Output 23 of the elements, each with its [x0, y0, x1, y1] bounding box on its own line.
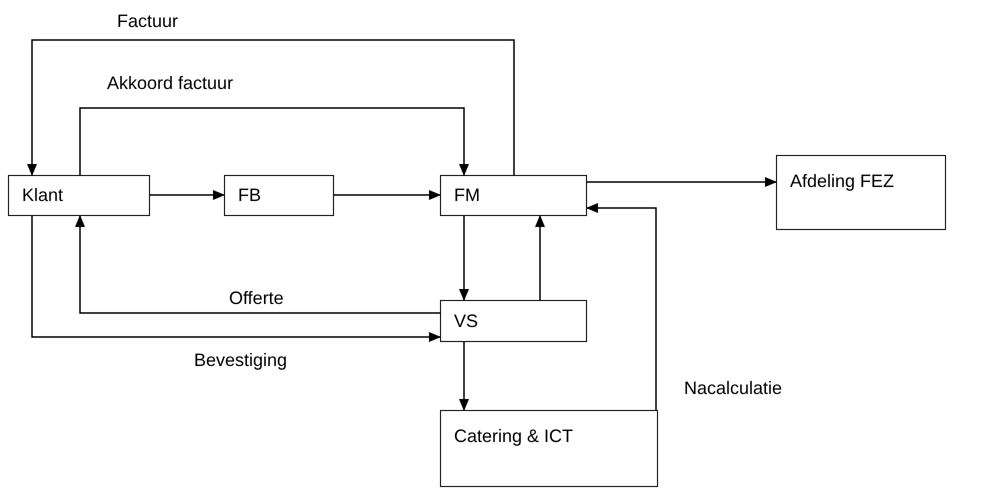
arrow [586, 203, 657, 410]
process-box [8, 175, 150, 216]
box-label: FB [238, 184, 262, 207]
process-box [776, 155, 946, 230]
box-label: FM [454, 184, 480, 207]
arrow [75, 215, 440, 314]
box-label: Afdeling FEZ [790, 170, 894, 192]
process-box [440, 175, 587, 216]
box-label: Catering & ICT [454, 425, 574, 448]
arrow [79, 107, 469, 176]
arrow [459, 216, 469, 301]
arrow [535, 215, 545, 300]
box-label: VS [454, 310, 478, 332]
arrow [150, 190, 225, 200]
arrow [459, 342, 469, 411]
arrow [31, 216, 441, 342]
box-label: Klant [22, 184, 64, 207]
process-box [440, 300, 587, 342]
arrow [587, 177, 777, 187]
process-box [440, 410, 658, 487]
process-box [224, 175, 334, 216]
arrow [27, 39, 515, 176]
arrow [334, 190, 441, 200]
